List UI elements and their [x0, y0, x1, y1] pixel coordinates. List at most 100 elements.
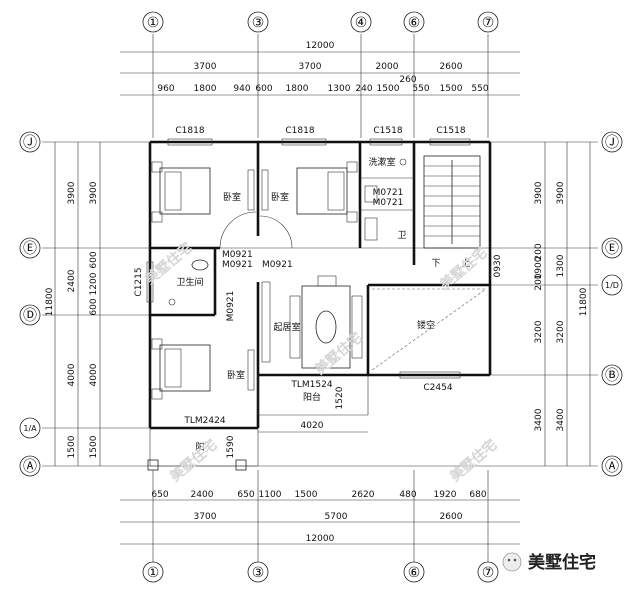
axis-left-1A: 1/A: [23, 424, 37, 433]
dim-left-total: 11800: [45, 287, 55, 316]
dim-bot-s9: 680: [469, 490, 486, 500]
stair-down-label: 下: [431, 259, 440, 269]
axis-left-A: Ⓐ: [23, 459, 37, 475]
room-labels: 卧室 卧室 卧室 洗漱室 卫生间 卫 起居室 镂空 阳台 阳: [176, 156, 435, 453]
room-bed1: 卧室: [223, 191, 241, 203]
axis-top-3: ③: [252, 15, 265, 31]
dim-bot-mid-3: 2600: [440, 512, 463, 522]
stairs: 下 上: [423, 155, 481, 269]
dim-right-in-4: 200: [534, 273, 544, 290]
top-dimensions: 12000 3700 3700 2000 2600 260 960 1800 9…: [120, 34, 520, 138]
dim-bot-s1: 650: [151, 490, 168, 500]
wechat-icon: [502, 552, 522, 572]
dim-right-mid-4: 3400: [556, 408, 566, 431]
dim-top-s1: 960: [157, 84, 174, 94]
dim-top-s6: 1300: [328, 84, 351, 94]
stair-up-label: 上: [461, 258, 470, 269]
window-marks: C1818 C1818 C1518 C1518 C1215 C2454: [134, 126, 471, 393]
axis-top-6: ⑥: [408, 15, 421, 31]
dim-top-260: 260: [399, 75, 416, 85]
door-m0721-a: M0721: [373, 188, 404, 198]
walls: [147, 140, 492, 471]
dim-bot-mid-1: 3700: [194, 512, 217, 522]
dim-top-s8: 1500: [377, 84, 400, 94]
window-c2454: C2454: [423, 383, 452, 393]
right-dimensions: 3900 200 1900 200 3200 3400 3900 1300 32…: [534, 142, 591, 466]
dim-top-s10: 1500: [440, 84, 463, 94]
window-c1215: C1215: [134, 267, 144, 296]
dim-bot-s4: 1100: [259, 490, 282, 500]
axis-top-7: ⑦: [482, 15, 495, 31]
door-m0921-b: M0921: [222, 260, 253, 270]
axis-bot-7: ⑦: [482, 565, 495, 581]
axis-right-A: Ⓐ: [605, 459, 619, 475]
left-dimensions: 11800 3900 2400 4000 1500 3900 600 1200 …: [45, 142, 101, 466]
room-living: 起居室: [273, 321, 300, 333]
door-m0721-b: M0721: [373, 198, 404, 208]
dim-4020: 4020: [301, 421, 324, 431]
top-axis-labels: ① ③ ④ ⑥ ⑦: [142, 11, 499, 33]
dim-left-in-4: 600: [89, 298, 99, 315]
dim-left-in-5: 4000: [89, 363, 99, 386]
dim-1520: 1520: [335, 386, 345, 409]
dim-left-mid-4: 1500: [67, 435, 77, 458]
sanitary: [168, 158, 407, 306]
window-c1518-a: C1518: [373, 126, 402, 136]
right-axis-labels: Ⓙ Ⓔ 1/D Ⓑ Ⓐ: [601, 131, 623, 477]
dim-bot-s3: 650: [237, 490, 254, 500]
room-bed2: 卧室: [271, 191, 289, 203]
room-balcony1: 阳台: [303, 391, 321, 403]
watermark-2: 美墅住宅: [312, 329, 366, 378]
room-void: 镂空: [417, 319, 435, 331]
bottom-axis-labels: ① ③ ⑥ ⑦: [142, 561, 499, 583]
dim-0930: 0930: [493, 254, 503, 277]
logo-text: 美墅住宅: [528, 552, 596, 573]
dim-right-in-5: 3200: [534, 320, 544, 343]
dim-bot-s7: 480: [399, 490, 416, 500]
dim-left-in-2: 600: [89, 251, 99, 268]
dim-bot-s8: 1920: [434, 490, 457, 500]
watermark-4: 美墅住宅: [167, 436, 221, 485]
dim-top-mid-2: 3700: [299, 62, 322, 72]
dim-bot-s6: 2620: [352, 490, 375, 500]
axis-right-J: Ⓙ: [605, 135, 619, 151]
room-wash: 洗漱室: [368, 156, 395, 168]
dim-right-total: 11800: [579, 287, 589, 316]
axis-right-B: Ⓑ: [605, 368, 619, 384]
axis-top-1: ①: [147, 15, 160, 31]
door-tlm2424: TLM2424: [183, 416, 225, 426]
dim-left-in-1: 3900: [89, 181, 99, 204]
bottom-dimensions: 650 2400 650 1100 1500 2620 480 1920 680…: [120, 470, 520, 562]
dim-top-s2: 1800: [194, 84, 217, 94]
dim-right-in-3: 1900: [534, 256, 544, 279]
watermark-5: 美墅住宅: [447, 436, 501, 485]
dim-left-mid-1: 3900: [67, 181, 77, 204]
dim-top-total: 12000: [306, 41, 335, 51]
dim-bot-s5: 1500: [295, 490, 318, 500]
axis-right-1D: 1/D: [605, 281, 619, 290]
axis-right-E: Ⓔ: [605, 241, 619, 257]
dim-right-in-1: 3900: [534, 181, 544, 204]
dim-top-mid-3: 2000: [376, 62, 399, 72]
door-m0921-c: M0921: [262, 260, 293, 270]
window-c1818-a: C1818: [175, 126, 204, 136]
dim-top-mid-1: 3700: [194, 62, 217, 72]
horizontal-gridlines: [42, 141, 598, 467]
plan-dimensions: 4020 1520 1590 0930: [226, 254, 503, 458]
axis-left-E: Ⓔ: [23, 241, 37, 257]
door-tlm1524: TLM1524: [290, 380, 332, 390]
door-m0921-a: M0921: [222, 250, 253, 260]
room-balcony2: 阳: [195, 442, 204, 453]
axis-left-D: Ⓓ: [23, 308, 37, 324]
room-bed3: 卧室: [227, 369, 245, 381]
brand-logo: 美墅住宅: [502, 552, 596, 573]
beds: [151, 161, 358, 400]
dim-top-mid-4: 2600: [440, 62, 463, 72]
axis-bot-6: ⑥: [408, 565, 421, 581]
axis-left-J: Ⓙ: [23, 135, 37, 151]
dim-top-s9: 550: [412, 84, 429, 94]
dim-top-s7: 240: [355, 84, 372, 94]
dim-left-mid-2: 2400: [67, 269, 77, 292]
dim-top-s5: 1800: [286, 84, 309, 94]
